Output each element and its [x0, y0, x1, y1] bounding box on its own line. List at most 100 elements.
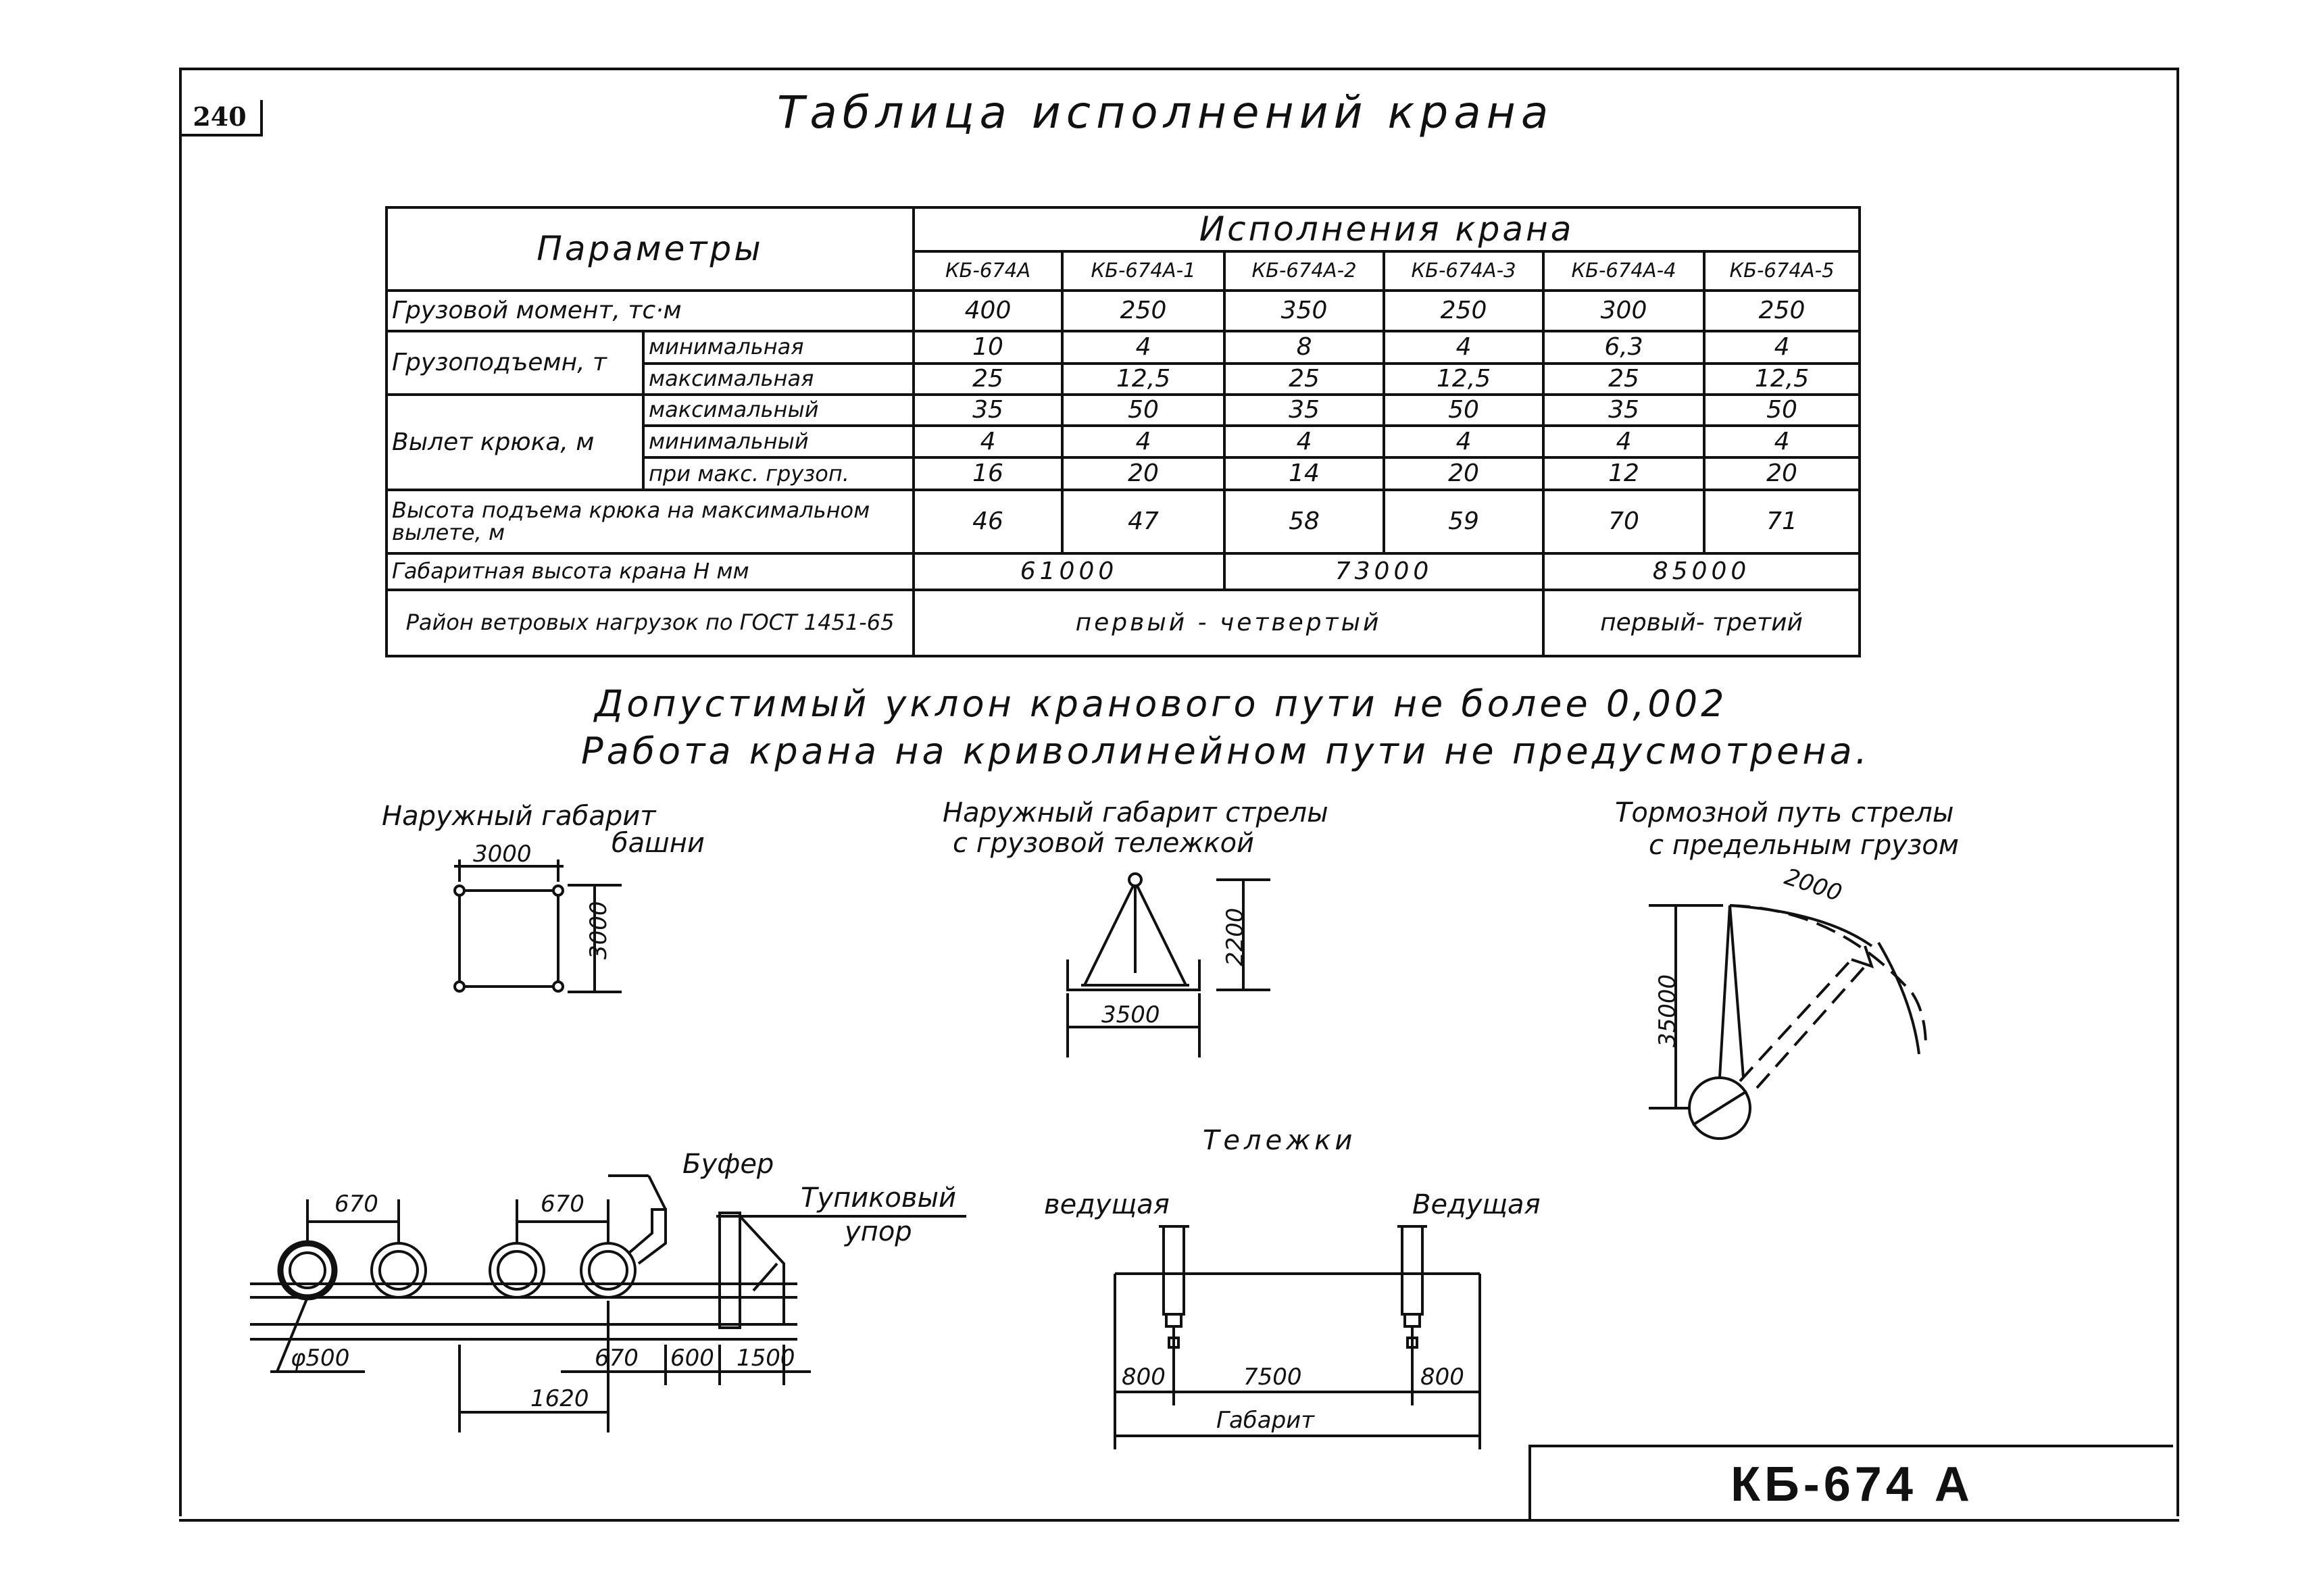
table-row-capacity-max: максимальная 25 12,5 25 12,5 25 12,5: [387, 362, 1862, 396]
rail-dim-670-c: 670: [595, 1345, 639, 1372]
col-header-1: КБ-674А-1: [1061, 249, 1226, 292]
cell: 70: [1542, 489, 1706, 555]
cell: первый- третий: [1542, 589, 1862, 657]
col-header-4: КБ-674А-4: [1542, 249, 1706, 292]
bogie-dim-800-right: 800: [1420, 1364, 1464, 1391]
cell: 25: [1542, 362, 1706, 396]
params-header: Параметры: [384, 206, 916, 292]
cell: 300: [1542, 289, 1706, 333]
drawing-code: КБ-674 А: [1731, 1457, 1974, 1512]
bogie-dim-7500: 7500: [1243, 1364, 1302, 1391]
bogies-title: Тележки: [1203, 1125, 1357, 1156]
rail-stop-label-line2: упор: [845, 1216, 912, 1247]
cell: 6,3: [1542, 330, 1706, 366]
cell: 16: [912, 456, 1064, 492]
row-group-label: Вылет крюка, м: [385, 393, 645, 492]
cell: 4: [1383, 330, 1545, 366]
cell: 73000: [1223, 551, 1545, 592]
cell: 350: [1223, 289, 1386, 333]
brake-label-line2: с предельным грузом: [1649, 830, 1959, 861]
row-sublabel: максимальный: [641, 393, 916, 427]
cell: 59: [1383, 489, 1545, 555]
cell: 10: [912, 330, 1064, 366]
boom-section-drawing: [1066, 872, 1270, 1057]
row-label: Грузовой момент, тс·м: [384, 289, 916, 333]
col-header-2: КБ-674А-2: [1223, 249, 1386, 292]
cell: 20: [1061, 456, 1226, 492]
page-number: 240: [179, 100, 263, 136]
rail-dim-600: 600: [670, 1345, 714, 1372]
brake-path-drawing: [1649, 904, 1927, 1140]
cell: 250: [1703, 289, 1862, 333]
cell: 50: [1703, 393, 1862, 427]
drawing-frame: [179, 68, 2179, 1516]
variants-header: Исполнения крана: [912, 206, 1862, 253]
tower-section-drawing: [453, 859, 622, 993]
note-slope: Допустимый уклон кранового пути не более…: [595, 682, 1728, 725]
rail-dim-670-b: 670: [541, 1191, 584, 1218]
bogie-dim-800-left: 800: [1122, 1364, 1166, 1391]
cell: 50: [1061, 393, 1226, 427]
table-row-wind-region: Район ветровых нагрузок по ГОСТ 1451-65 …: [384, 589, 1862, 657]
tower-label-line2: башни: [612, 828, 705, 859]
tower-dim-width: 3000: [473, 841, 532, 868]
cell: 4: [1061, 330, 1226, 366]
cell: 46: [912, 489, 1064, 555]
col-header-3: КБ-674А-3: [1383, 249, 1545, 292]
brake-dim-height: 35000: [1654, 974, 1681, 1047]
cell: 12,5: [1061, 362, 1226, 396]
cell: 4: [1703, 424, 1862, 459]
cell: 400: [912, 289, 1064, 333]
bogie-right-label: Ведущая: [1412, 1189, 1541, 1220]
cell: 50: [1383, 393, 1545, 427]
row-sublabel: максимальная: [641, 362, 916, 396]
cell: 4: [1061, 424, 1226, 459]
tower-dim-height: 3000: [585, 901, 612, 959]
cell: 85000: [1542, 551, 1862, 592]
rail-stop-label-line1: Тупиковый: [801, 1182, 957, 1214]
cell: 4: [1223, 424, 1386, 459]
cell: 4: [1542, 424, 1706, 459]
cell: 20: [1383, 456, 1545, 492]
bogie-left-label: ведущая: [1044, 1189, 1170, 1220]
cell: 250: [1061, 289, 1226, 333]
boom-dim-height: 2200: [1222, 907, 1249, 966]
brake-label-line1: Тормозной путь стрелы: [1615, 797, 1954, 828]
cell: 35: [912, 393, 1064, 427]
table-row-crane-height: Габаритная высота крана Н мм 61000 73000…: [384, 551, 1862, 592]
row-label: Габаритная высота крана Н мм: [384, 551, 916, 592]
boom-dim-width: 3500: [1101, 1001, 1160, 1028]
rail-dim-670-a: 670: [334, 1191, 378, 1218]
cell: 14: [1223, 456, 1386, 492]
frame-bottom-line: [179, 1519, 2179, 1522]
cell: 25: [912, 362, 1064, 396]
row-sublabel: минимальная: [641, 330, 916, 366]
cell: 35: [1223, 393, 1386, 427]
note-curve: Работа крана на криволинейном пути не пр…: [581, 730, 1870, 772]
cell: 12: [1542, 456, 1706, 492]
row-label: Высота подъема крюка на максимальном выл…: [384, 489, 916, 555]
boom-label-line2: с грузовой тележкой: [953, 828, 1255, 859]
cell: 8: [1223, 330, 1386, 366]
cell: 12,5: [1703, 362, 1862, 396]
table-row-capacity-min: Грузоподъемн, т минимальная 10 4 8 4 6,3…: [385, 330, 1862, 396]
rail-buffer-label: Буфер: [682, 1149, 774, 1180]
table-row-hook-height: Высота подъема крюка на максимальном выл…: [384, 489, 1862, 555]
col-header-5: КБ-674А-5: [1703, 249, 1862, 292]
bogie-gauge-label: Габарит: [1216, 1407, 1315, 1434]
row-sublabel: при макс. грузоп.: [641, 456, 916, 492]
rail-dim-1500: 1500: [737, 1345, 795, 1372]
cell: 4: [912, 424, 1064, 459]
cell: 61000: [912, 551, 1226, 592]
cell: 35: [1542, 393, 1706, 427]
cell: 4: [1703, 330, 1862, 366]
rail-track-drawing: [250, 1174, 966, 1432]
row-group-label: Грузоподъемн, т: [385, 330, 645, 396]
boom-label-line1: Наружный габарит стрелы: [943, 797, 1328, 828]
table-row-reach-at-max-load: при макс. грузоп. 16 20 14 20 12 20: [387, 456, 1862, 492]
crane-variants-table: Параметры Исполнения крана КБ-674А КБ-67…: [384, 206, 1862, 657]
row-sublabel: минимальный: [641, 424, 916, 459]
table-row-load-moment: Грузовой момент, тс·м 400 250 350 250 30…: [384, 289, 1862, 333]
cell: 25: [1223, 362, 1386, 396]
